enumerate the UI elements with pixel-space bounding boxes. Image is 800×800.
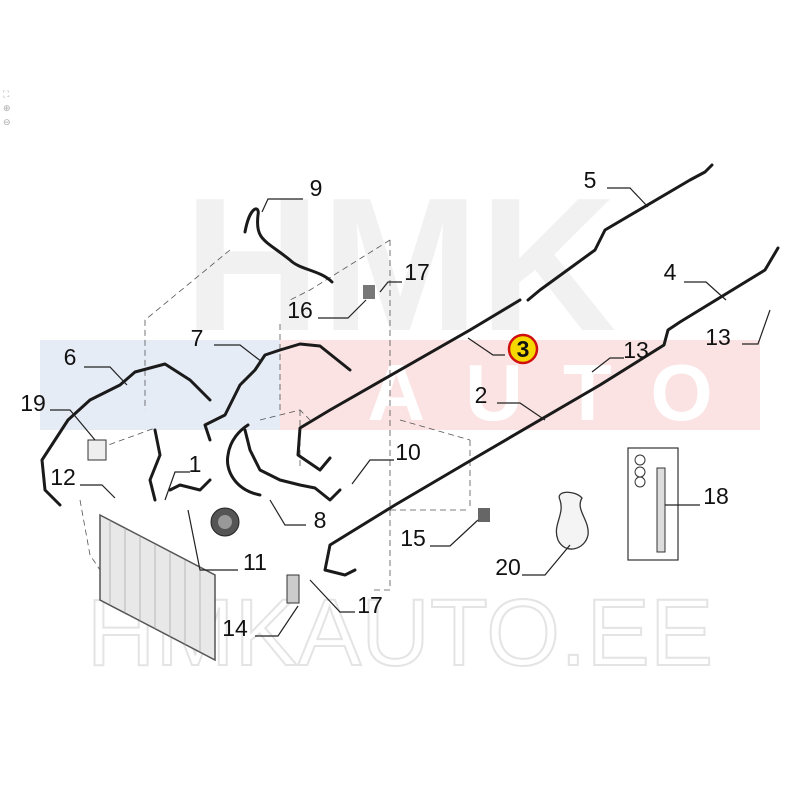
callout-highlighted-part[interactable]: 3 [517,336,530,362]
callout-part-11[interactable]: 11 [243,549,267,575]
callout-part-8[interactable]: 8 [314,507,327,533]
watermark-top: HMK [184,159,617,371]
callout-part-5[interactable]: 5 [584,167,597,193]
fit-icon[interactable]: ⛶ [3,90,10,100]
callout-part-12[interactable]: 12 [50,464,76,490]
pipes [40,163,780,577]
callout-part-4[interactable]: 4 [664,259,677,285]
callout-part-14[interactable]: 14 [222,615,248,641]
highlight-circle [507,333,539,365]
leader-lines [50,187,771,637]
callout-part-13[interactable]: 13 [705,324,731,350]
callout-part-17[interactable]: 17 [357,592,383,618]
parts [87,285,679,662]
callout-part-2[interactable]: 2 [475,382,488,408]
zoom-out-icon[interactable]: ⊖ [3,118,11,128]
oil-bottle [555,491,589,550]
zoom-in-icon[interactable]: ⊕ [3,104,11,114]
callout-part-9[interactable]: 9 [310,175,323,201]
callout-part-1[interactable]: 1 [189,451,202,477]
watermark-middle: AUTO [367,348,752,437]
callout-part-16[interactable]: 16 [287,297,313,323]
callout-part-10[interactable]: 10 [395,439,421,465]
callout-part-18[interactable]: 18 [703,483,729,509]
condenser [99,513,216,662]
callout-part-7[interactable]: 7 [191,325,204,351]
dryer-kit-box [627,447,679,561]
callout-part-19[interactable]: 19 [20,390,46,416]
callout-part-17[interactable]: 17 [404,259,430,285]
assembly-guides [79,239,471,591]
callout-part-15[interactable]: 15 [400,525,426,551]
callout-part-20[interactable]: 20 [495,554,521,580]
callout-part-6[interactable]: 6 [64,344,77,370]
callout-part-13[interactable]: 13 [623,337,649,363]
